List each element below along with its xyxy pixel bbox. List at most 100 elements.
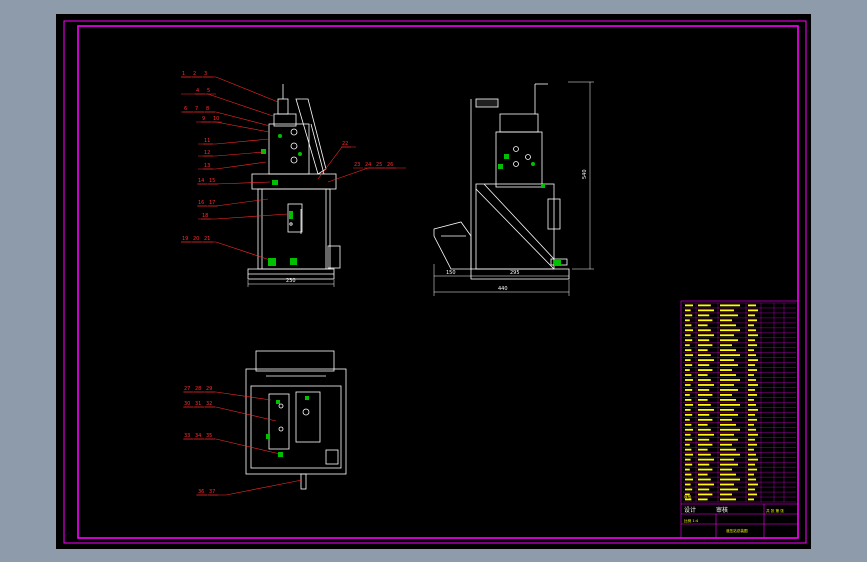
bom-cell-text	[720, 344, 732, 347]
balloon-16: 16	[198, 200, 204, 206]
bom-cell-text	[685, 364, 693, 366]
side-left-dim: 150	[446, 270, 456, 276]
bom-cell-text	[748, 314, 755, 317]
balloon-27: 27	[184, 386, 190, 392]
bom-cell-text	[748, 364, 755, 366]
balloon-25: 25	[376, 162, 382, 168]
bom-cell-text	[685, 498, 692, 501]
bom-cell-text	[748, 349, 754, 352]
balloon-15: 15	[209, 178, 215, 184]
bom-cell-text	[685, 369, 690, 371]
bom-cell-text	[685, 349, 692, 352]
bom-cell-text	[698, 493, 713, 496]
bom-cell-text	[720, 394, 732, 396]
bom-cell-text	[720, 423, 736, 426]
bom-cell-text	[720, 399, 736, 401]
balloon-31: 31	[195, 401, 201, 407]
bom-cell-text	[748, 374, 754, 376]
bom-cell-text	[698, 329, 711, 332]
bom-cell-text	[748, 418, 757, 421]
title-scale: 比例 1:4	[684, 518, 699, 523]
top-view-accents	[266, 396, 309, 457]
bom-cell-text	[698, 463, 710, 466]
bom-cell-text	[720, 443, 732, 446]
bom-cell-text	[698, 473, 708, 476]
bom-cell-text	[685, 304, 693, 307]
bom-cell-text	[698, 364, 710, 366]
bom-cell-text	[698, 498, 708, 501]
bom-cell-text	[698, 369, 713, 371]
bom-cell-text	[698, 448, 708, 451]
sheet-border-outer	[63, 20, 807, 544]
bom-cell-text	[685, 324, 692, 327]
bom-cell-text	[720, 324, 736, 327]
bom-cell-text	[698, 428, 711, 431]
balloon-4: 4	[196, 88, 199, 94]
balloon-10: 10	[213, 116, 219, 122]
balloon-34: 34	[195, 433, 201, 439]
balloon-13: 13	[204, 163, 210, 169]
bom-cell-text	[698, 399, 708, 401]
balloon-22: 22	[342, 141, 348, 147]
bom-cell-text	[698, 488, 710, 491]
bom-cell-text	[685, 374, 692, 376]
bom-cell-text	[720, 334, 734, 337]
bom-cell-text	[685, 478, 693, 481]
bom-cell-text	[720, 438, 738, 441]
bom-cell-text	[748, 493, 757, 496]
bom-cell-text	[720, 374, 736, 376]
balloon-1: 1	[182, 71, 185, 77]
front-view-dimension	[247, 280, 335, 287]
bom-cell-text	[720, 379, 740, 381]
bom-cell-text	[698, 344, 713, 347]
bom-cell-text	[748, 478, 756, 481]
front-view	[247, 84, 341, 280]
side-view-dimensions	[433, 81, 594, 296]
bom-cell-text	[748, 344, 757, 347]
bom-cell-text	[748, 483, 758, 486]
bom-cell-text	[685, 394, 690, 396]
bom-cell-text	[748, 458, 758, 461]
bom-cell-text	[685, 408, 691, 411]
bom-cell-text	[698, 403, 711, 406]
bom-cell-text	[698, 413, 710, 416]
bom-cell-text	[720, 304, 740, 307]
balloon-6: 6	[184, 106, 187, 112]
bom-cell-text	[720, 314, 738, 317]
bom-cell-text	[685, 339, 693, 342]
bom-cell-text	[748, 379, 756, 381]
bom-cell-text	[720, 384, 734, 386]
bom-cell-text	[698, 359, 714, 362]
balloon-20: 20	[193, 236, 199, 242]
bom-cell-text	[698, 354, 711, 357]
bom-cell-text	[748, 413, 755, 416]
bom-cell-text	[748, 394, 757, 396]
bom-cell-text	[685, 423, 692, 426]
bom-cell-text	[720, 498, 736, 501]
bom-cell-text	[748, 389, 755, 391]
bom-cell-text	[685, 428, 693, 431]
bom-cell-text	[720, 473, 736, 476]
bom-cell-text	[685, 413, 693, 416]
bom-cell-text	[698, 433, 714, 436]
bom-cell-text	[698, 339, 710, 342]
bom-cell-text	[720, 359, 734, 362]
bom-cell-text	[720, 309, 734, 312]
front-view-accents	[261, 134, 302, 266]
bom-cell-text	[720, 493, 732, 496]
bom-cell-text	[720, 463, 738, 466]
bom-cell-text	[698, 309, 714, 312]
title-drawing-name: 液压站总装图	[726, 528, 748, 533]
balloon-7: 7	[195, 106, 198, 112]
bom-cell-text	[685, 483, 691, 486]
balloon-18: 18	[202, 213, 208, 219]
balloon-5: 5	[207, 88, 210, 94]
bom-table	[683, 302, 796, 503]
bom-cell-text	[685, 309, 691, 312]
bom-cell-text	[685, 384, 691, 386]
front-width-dim: 230	[286, 278, 296, 284]
bom-cell-text	[720, 413, 738, 416]
